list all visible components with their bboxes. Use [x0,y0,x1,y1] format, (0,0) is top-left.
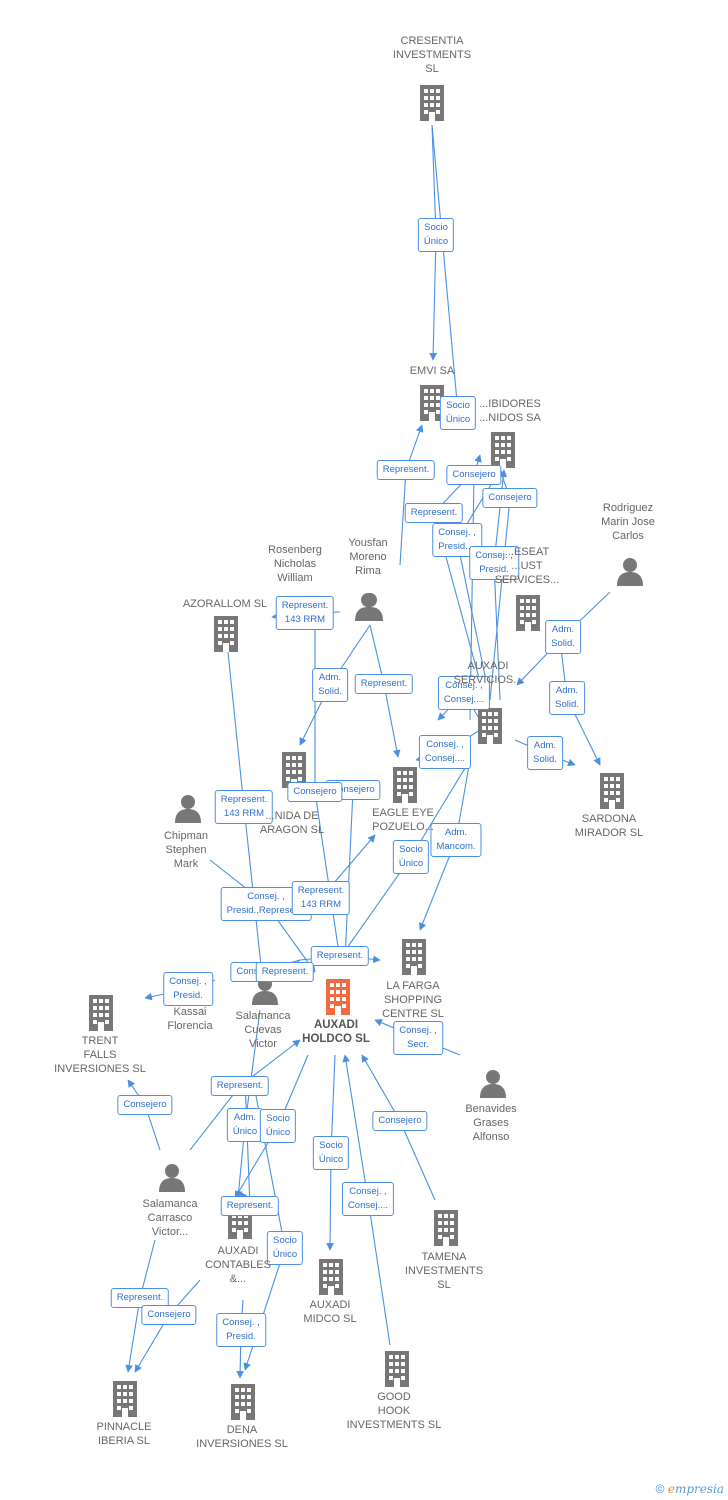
node-label-eagle[interactable]: EAGLE EYE POZUELO... [372,807,434,833]
edge-label[interactable]: Socio Único [266,1231,304,1265]
node-label-rodriguez[interactable]: Rodriguez Marin Jose Carlos [601,502,655,542]
edge-label[interactable]: Consej. , Presid. [216,1313,266,1347]
edge-label[interactable]: Adm. Solid. [545,620,581,654]
node-label-holdco[interactable]: AUXADI HOLDCO SL [302,1019,370,1045]
building-icon[interactable] [600,773,624,809]
building-icon[interactable] [113,1381,137,1417]
edge-label[interactable]: Represent. [310,946,370,966]
edge-label[interactable]: Socio Único [439,396,477,430]
building-icon[interactable] [420,85,444,121]
edge-label[interactable]: Consej. , Presid.... [432,523,482,557]
building-icon[interactable] [385,1351,409,1387]
edge-label[interactable]: Consej. , Presid. [163,972,213,1006]
edge-label[interactable]: Adm. Solid. [549,681,585,715]
edge-label[interactable]: Represent. [220,1196,280,1216]
node-label-midco[interactable]: AUXADI MIDCO SL [303,1299,357,1325]
node-label-trent[interactable]: TRENT FALLS INVERSIONES SL [54,1035,146,1075]
building-icon[interactable] [326,979,350,1015]
node-label-sardona[interactable]: SARDONA MIRADOR SL [574,813,644,839]
edge-label[interactable]: Adm. Mancom. [430,823,482,857]
edge-label[interactable]: Represent. [210,1076,270,1096]
node-label-cresentia[interactable]: CRESENTIA INVESTMENTS SL [392,35,472,75]
edge-label[interactable]: Represent. 143 RRM [291,881,351,915]
edge-label[interactable]: Adm. Único [226,1108,264,1142]
edge-label[interactable]: Represent. [110,1288,170,1308]
edge-label[interactable]: Consejero [117,1095,173,1115]
edge-label[interactable]: Represent. 143 RRM [275,596,335,630]
node-label-distrib[interactable]: ...IBIDORES ...NIDOS SA [479,398,541,424]
edge-label[interactable]: Represent. [255,962,315,982]
node-label-auxadi-serv[interactable]: AUXADI SERVICIOS... [453,660,523,686]
edge-label[interactable]: Socio Único [259,1109,297,1143]
edge-label[interactable]: Adm. Solid. [312,668,348,702]
node-label-salamanca-cv[interactable]: Salamanca Cuevas Victor [235,1010,291,1050]
person-icon[interactable] [617,558,643,586]
building-icon[interactable] [231,1384,255,1420]
edge-line [341,780,354,961]
node-label-goodhook[interactable]: GOOD HOOK INVESTMENTS SL [346,1391,442,1431]
edge-label[interactable]: Consejero [287,782,343,802]
edge-label[interactable]: Consej. , Consej.... [418,735,472,769]
edge-line [127,1079,161,1151]
edge-label[interactable]: Consej. , Secr. [393,1021,443,1055]
edge-label[interactable]: Represent. [404,503,464,523]
edge-label[interactable]: Socio Único [312,1136,350,1170]
edge-label[interactable]: Consej. , Consej.... [341,1182,395,1216]
edge-line [399,424,424,566]
edge-label[interactable]: Socio Único [392,840,430,874]
node-label-avenida[interactable]: ...NIDA DE ARAGON SL [259,810,325,836]
copyright-symbol: © [655,1482,665,1496]
edge-label[interactable]: Consejero [141,1305,197,1325]
person-icon[interactable] [357,593,383,621]
node-label-azorallom[interactable]: AZORALLOM SL [182,598,268,610]
building-icon[interactable] [478,708,502,744]
node-label-contables[interactable]: AUXADI CONTABLES &... [205,1245,271,1285]
person-icon[interactable] [159,1164,185,1192]
building-icon[interactable] [434,1210,458,1246]
node-label-tamena[interactable]: TAMENA INVESTMENTS SL [404,1251,484,1291]
node-label-salamanca-car[interactable]: Salamanca Carrasco Victor... [142,1198,198,1238]
edge-label[interactable]: Consejero [372,1111,428,1131]
edge-label[interactable]: Consej. , Presid. [469,546,519,580]
building-icon[interactable] [402,939,426,975]
building-icon[interactable] [393,767,417,803]
building-icon[interactable] [89,995,113,1031]
edge-label[interactable]: Represent. 143 RRM [214,790,274,824]
edge-label[interactable]: Consejero [482,488,538,508]
edge-label[interactable]: Socio Único [417,218,455,252]
person-icon[interactable] [175,795,201,823]
node-label-kassai[interactable]: Kassai Florencia [167,1006,213,1032]
node-label-chipman[interactable]: Chipman Stephen Mark [163,830,209,870]
node-label-dena[interactable]: DENA INVERSIONES SL [196,1424,288,1450]
building-icon[interactable] [319,1259,343,1295]
edge-label[interactable]: Represent. [376,460,436,480]
node-label-benavides[interactable]: Benavides Grases Alfonso [465,1103,517,1143]
building-icon[interactable] [214,616,238,652]
edge-label[interactable]: Consejero [446,465,502,485]
building-icon[interactable] [491,432,515,468]
footer-brand: © empresia [656,1482,724,1496]
edge-label[interactable]: Represent. [354,674,414,694]
edge-label[interactable]: Consej. , Consej.... [437,676,491,710]
node-label-yousfan[interactable]: Yousfan Moreno Rima [348,537,388,577]
node-label-eseat[interactable]: ...ESEAT ...UST SERVICES... [494,546,560,586]
node-label-rosenberg[interactable]: Rosenberg Nicholas William [268,544,322,584]
brand-name: mpresia [674,1482,724,1496]
node-label-emvi[interactable]: EMVI SA [409,365,455,377]
node-label-pinnacle[interactable]: PINNACLE IBERIA SL [96,1421,152,1447]
edge-label[interactable]: Adm. Solid. [527,736,563,770]
node-label-farga[interactable]: LA FARGA SHOPPING CENTRE SL [382,980,444,1020]
person-icon[interactable] [480,1070,506,1098]
brand-logo-e: e [667,1482,675,1496]
building-icon[interactable] [516,595,540,631]
